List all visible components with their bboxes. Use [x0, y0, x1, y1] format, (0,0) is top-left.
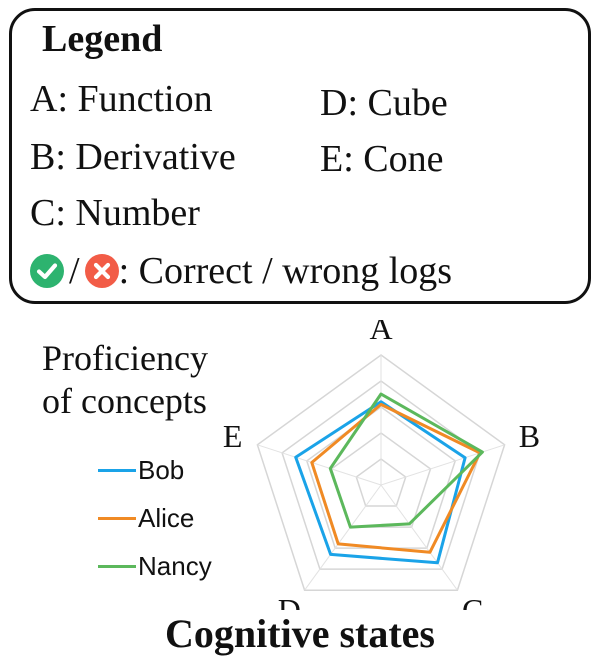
- series-swatch-nancy: [98, 565, 136, 568]
- radar-spoke-b: [380, 444, 505, 486]
- radar-grid-ring-1: [355, 458, 407, 507]
- series-line-alice: [310, 402, 482, 554]
- legend-box: [9, 8, 591, 304]
- axis-label-a: A: [369, 320, 392, 346]
- series-line-bob: [294, 400, 467, 565]
- series-label-bob: Bob: [138, 455, 185, 485]
- check-circle-icon: [30, 254, 64, 288]
- legend-item-c: C: Number: [30, 192, 200, 234]
- axis-label-e: E: [223, 418, 243, 454]
- chart-title-line-1: Proficiency: [42, 338, 208, 378]
- logs-label: : Correct / wrong logs: [118, 250, 453, 292]
- series-swatch-alice: [98, 517, 136, 520]
- radar-grid-ring-2: [330, 432, 432, 528]
- legend-item-a: A: Function: [30, 78, 213, 120]
- radar-spoke-d: [304, 484, 382, 591]
- axis-label-b: B: [519, 418, 540, 454]
- x-circle-icon: [84, 254, 119, 288]
- series-legend-nancy: Nancy: [98, 551, 212, 582]
- bottom-caption: Cognitive states: [165, 611, 435, 656]
- legend-item-b: B: Derivative: [30, 136, 236, 178]
- radar-spoke-e: [257, 444, 382, 486]
- series-legend-alice: Alice: [98, 503, 194, 534]
- radar-spoke-c: [380, 484, 458, 591]
- series-swatch-bob: [98, 469, 136, 472]
- series-legend-bob: Bob: [98, 455, 184, 486]
- series-label-nancy: Nancy: [138, 551, 212, 581]
- logs-separator: /: [69, 250, 80, 292]
- legend-logs-row: / : Correct / wrong logs: [30, 252, 452, 290]
- legend-item-e: E: Cone: [320, 138, 444, 180]
- series-label-alice: Alice: [138, 503, 195, 533]
- legend-title: Legend: [42, 18, 163, 60]
- axis-label-d: D: [278, 592, 301, 610]
- radar-chart: A B C D E: [223, 320, 540, 610]
- radar-grid-ring-5: [256, 354, 506, 591]
- series-line-nancy: [328, 392, 484, 529]
- legend-item-d: D: Cube: [320, 82, 448, 124]
- chart-title-line-2: of concepts: [42, 381, 207, 421]
- axis-label-c: C: [462, 592, 483, 610]
